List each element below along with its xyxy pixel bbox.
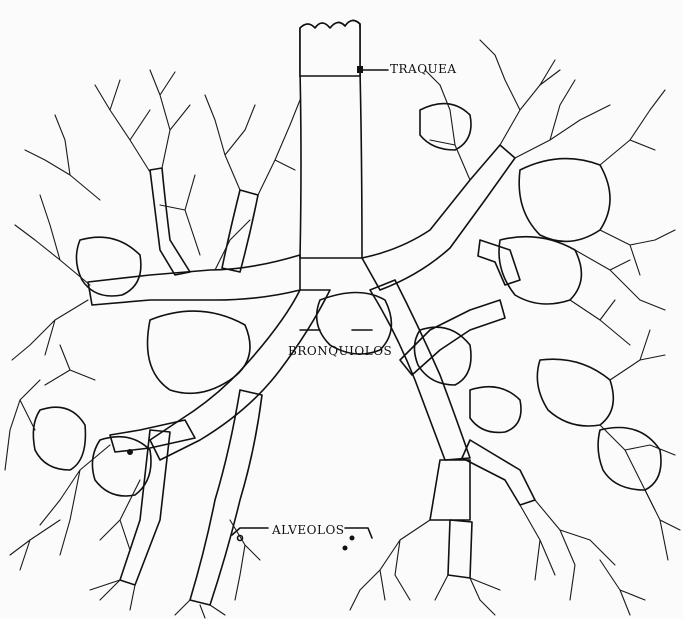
left-main-bronchus [88,168,330,605]
alveoli-pointer-right [345,528,372,538]
lung-lobes [33,104,661,496]
trachea [300,20,362,258]
trachea-label: TRAQUEA [390,62,457,76]
label-pointers [127,66,388,551]
alveoli-label: ALVEOLOS [272,523,345,537]
bronchioles-label: BRONQUIOLOS [288,344,392,358]
right-main-bronchus [362,145,535,578]
